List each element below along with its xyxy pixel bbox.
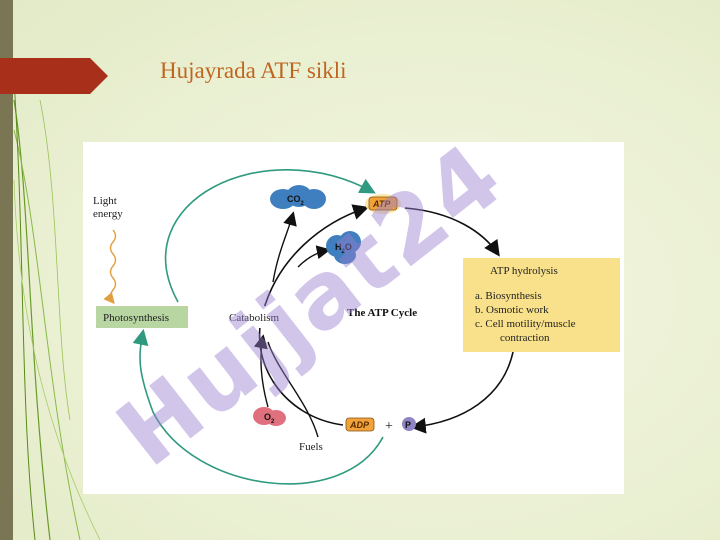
o2-molecule: O2 <box>253 407 286 426</box>
phosphate-badge: P <box>402 417 416 431</box>
light-energy-label-line1: Light <box>93 195 117 207</box>
arrow-from-o2 <box>253 334 269 408</box>
p-label: P <box>405 420 411 430</box>
atp-label: ATP <box>372 199 391 209</box>
adp-badge: ADP <box>345 417 375 432</box>
h2o-label: H2O <box>335 242 352 255</box>
cycle-arc-right <box>409 351 514 434</box>
left-accent-bar <box>0 0 13 540</box>
light-energy-wave <box>103 229 117 305</box>
plus-sign: + <box>385 419 393 434</box>
atp-cycle-figure: Light energy Photosynthesis Catabolism T… <box>83 142 624 494</box>
arrow-from-fuels <box>267 341 319 438</box>
co2-molecule: CO2 <box>270 185 326 209</box>
arrow-to-h2o <box>297 245 331 268</box>
atp-cycle-label: The ATP Cycle <box>347 307 417 319</box>
decorative-leaf-lines <box>13 79 101 540</box>
photosynthesis-box <box>96 306 188 328</box>
slide-title: Hujayrada ATF sikli <box>160 58 347 83</box>
atp-hydrolysis-box <box>463 258 620 352</box>
h2o-molecule: H2O <box>326 231 361 264</box>
light-energy-label-line2: energy <box>93 208 123 220</box>
cycle-arc-top-right <box>404 207 500 257</box>
hydrolysis-item-c-cont: contraction <box>500 332 550 344</box>
arrow-to-co2 <box>272 211 297 283</box>
title-arrow-banner <box>0 58 108 94</box>
adp-label: ADP <box>349 420 370 430</box>
catabolism-label: Catabolism <box>229 312 280 324</box>
photosynthesis-arc-top <box>164 169 376 303</box>
catabolism-box <box>223 306 295 328</box>
hydrolysis-item-a: a. Biosynthesis <box>475 290 542 302</box>
fuels-label: Fuels <box>299 441 323 453</box>
hydrolysis-item-b: b. Osmotic work <box>475 304 549 316</box>
o2-label: O2 <box>264 412 275 425</box>
hydrolysis-item-c: c. Cell motility/muscle <box>475 318 576 330</box>
co2-label: CO2 <box>287 194 305 207</box>
photosynthesis-arc-bottom <box>132 328 384 485</box>
atp-hydrolysis-heading: ATP hydrolysis <box>490 265 558 277</box>
atp-cycle-diagram: Light energy Photosynthesis Catabolism T… <box>93 169 620 485</box>
photosynthesis-label: Photosynthesis <box>103 312 169 324</box>
atp-badge: ATP <box>365 194 401 214</box>
